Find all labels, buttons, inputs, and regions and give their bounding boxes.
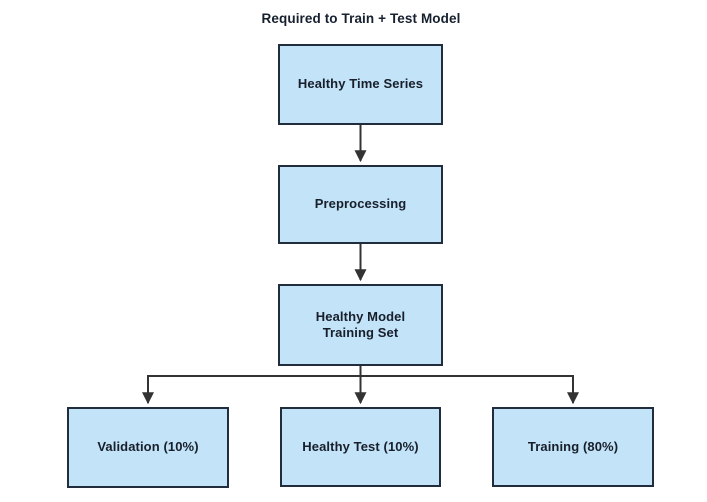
node-label: Healthy Test (10%): [302, 438, 419, 454]
node-label: Training (80%): [527, 438, 619, 454]
node-healthy-time-series: Healthy Time Series: [278, 44, 443, 125]
node-validation: Validation (10%): [67, 407, 229, 488]
node-healthy-test: Healthy Test (10%): [280, 407, 441, 487]
node-training: Training (80%): [492, 407, 654, 487]
diagram-title: Required to Train + Test Model: [261, 11, 461, 26]
node-label: Healthy Model Training Set: [315, 308, 406, 340]
node-label: Preprocessing: [314, 196, 407, 212]
node-label: Healthy Time Series: [297, 76, 424, 92]
node-label: Validation (10%): [97, 439, 199, 455]
node-preprocessing: Preprocessing: [278, 165, 443, 244]
node-healthy-model-training-set: Healthy Model Training Set: [278, 284, 443, 366]
